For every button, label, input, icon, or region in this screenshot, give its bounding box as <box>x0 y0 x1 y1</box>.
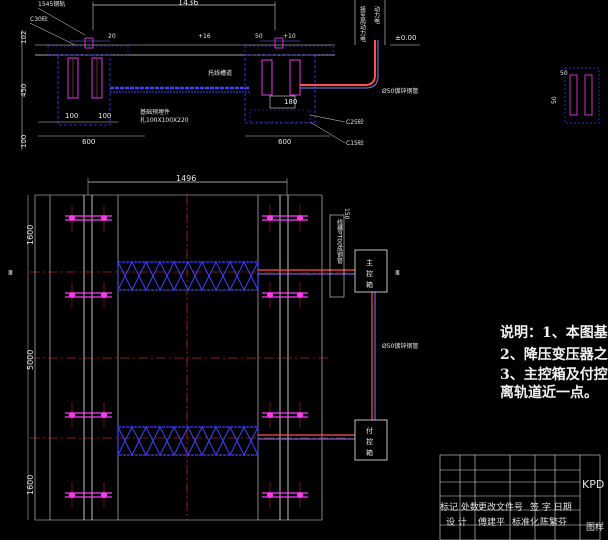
tb-standard: 标准化 <box>512 518 540 528</box>
tb-designer: 傅建平 <box>478 518 506 528</box>
section-mark-left: Ⅲ <box>8 269 13 277</box>
title-block <box>439 454 601 540</box>
aux-box-char1: 付 <box>366 426 373 435</box>
dim-100-b: 100 <box>98 112 111 120</box>
dim-1600-bot: 1600 <box>26 475 35 495</box>
dim-20-left: 20 <box>108 33 116 40</box>
main-box-char1: 主 <box>366 258 373 267</box>
dim-100-v: 100 <box>20 135 28 148</box>
dim-5000: 5000 <box>26 350 35 370</box>
detail-fragment: 50 50 <box>551 67 600 124</box>
tb-sign-date: 签 字 日期 <box>530 503 572 513</box>
label-c15: C15砼 <box>346 139 364 147</box>
label-pipe: Ø50镀锌钢管 <box>382 87 418 95</box>
dim-102: 102 <box>20 31 28 44</box>
dim-top-width: 1436 <box>178 0 198 7</box>
dim-600-right: 600 <box>278 138 291 146</box>
note-line-2: 2、降压变压器之 <box>500 347 608 363</box>
elev-plus10: +10 <box>283 33 296 40</box>
dim-150: 150 <box>343 208 350 220</box>
dim-plan-width: 1496 <box>176 174 196 183</box>
label-cable-duct: 托线槽道 <box>208 69 232 77</box>
label-c25: C25砼 <box>346 118 364 126</box>
aux-box-char2: 控 <box>366 437 373 446</box>
pole-note-1: 接至局动力电 <box>359 5 366 42</box>
dim-1600-top: 1600 <box>26 225 35 245</box>
callout-2: C30砼 <box>30 15 48 23</box>
tb-revision: 标记 处数 <box>440 503 479 513</box>
aux-box-char3: 箱 <box>366 448 373 457</box>
detail-dim-50v: 50 <box>551 96 558 104</box>
detail-dim-50: 50 <box>560 70 568 77</box>
dim-50-right: 50 <box>255 33 263 40</box>
dim-180: 180 <box>284 98 297 106</box>
section-mark-right: Ⅲ <box>395 269 400 277</box>
tb-sheet: 图样 <box>586 523 605 533</box>
note-line-3: 3、主控箱及付控 <box>500 367 608 383</box>
dim-450: 450 <box>20 84 28 97</box>
pole-note-2: 动力电 <box>373 6 380 24</box>
main-box-char2: 控 <box>366 269 373 278</box>
tb-code: KPD <box>582 478 605 491</box>
tb-approver: 陈繁芬 <box>540 518 568 528</box>
label-steel-1: 基础预埋件 <box>140 108 170 116</box>
label-pipe-plan: Ø50镀锌钢管 <box>382 342 418 350</box>
tb-doc-no: 更改文件号 <box>478 503 524 513</box>
level-mark: ±0.00 <box>395 34 416 42</box>
note-line-4: 离轨道近一点。 <box>500 385 598 401</box>
dim-100-a: 100 <box>65 112 78 120</box>
dim-600-left: 600 <box>82 138 95 146</box>
elev-plus16: +16 <box>198 33 211 40</box>
tb-design: 设 计 <box>446 518 467 528</box>
callout-1: 1545钢轨 <box>38 0 65 8</box>
label-pipe-vertical: 线槽PT00成钢管 <box>336 218 343 265</box>
main-box-char3: 箱 <box>366 280 373 289</box>
plan-view: 1496 <box>8 174 418 521</box>
label-steel-2: 扎100X100X220 <box>140 116 189 124</box>
note-line-1: 说明：1、本图基 <box>500 325 608 341</box>
section-view: 1436 1545钢轨 C30砼 <box>20 0 420 150</box>
